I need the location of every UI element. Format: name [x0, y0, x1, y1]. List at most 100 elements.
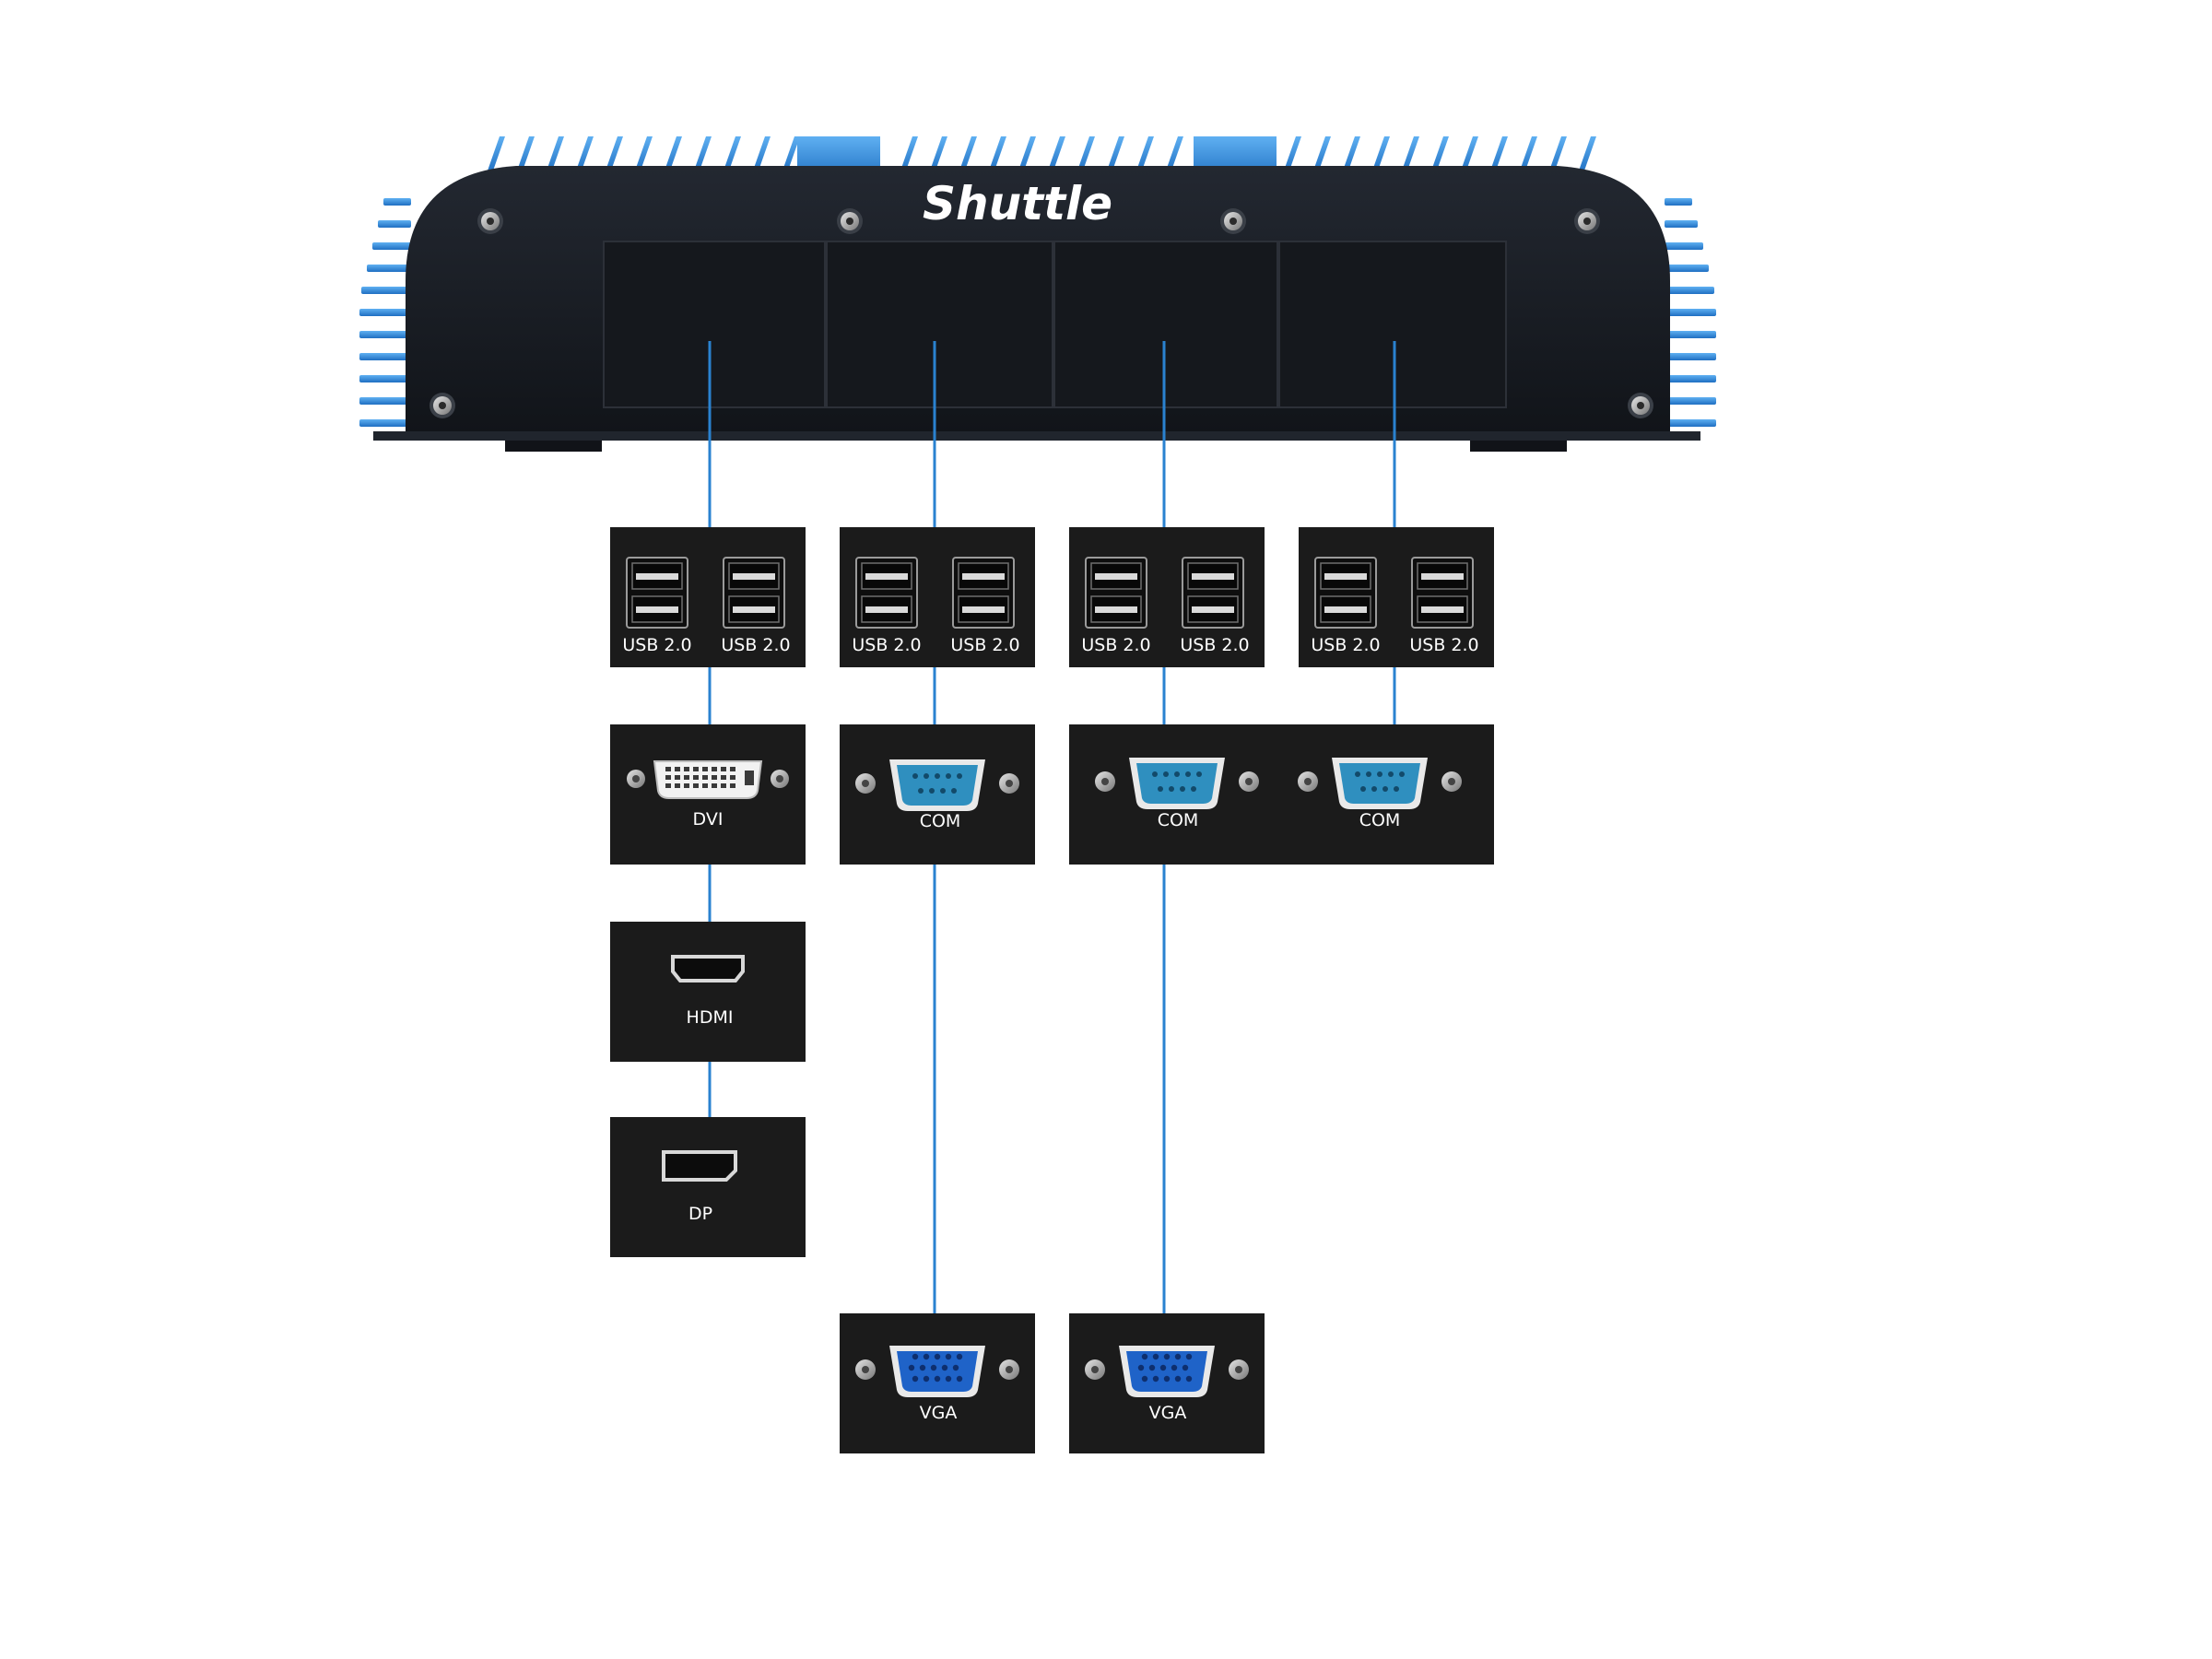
usb-port-stack-right: [723, 557, 785, 629]
chassis-screw: [1220, 208, 1246, 234]
usb-label-left: USB 2.0: [1081, 635, 1150, 655]
dvi-panel: DVI: [610, 724, 806, 865]
hdmi-label: HDMI: [687, 1007, 734, 1028]
hdmi-port-icon: [671, 955, 745, 982]
chassis-foot-right: [1470, 441, 1567, 452]
usb-port-stack-left: [1314, 557, 1377, 629]
heatsink-fin: [1077, 136, 1095, 173]
heatsink-fin: [1665, 309, 1716, 316]
usb-label-right: USB 2.0: [1409, 635, 1478, 655]
top-heatsink-fins: [487, 136, 1596, 173]
usb-panel-4: USB 2.0 USB 2.0: [1299, 527, 1494, 667]
dvi-label: DVI: [693, 809, 724, 830]
heatsink-fin: [383, 198, 411, 206]
heatsink-fin: [1047, 136, 1065, 173]
module-2-column: USB 2.0 USB 2.0 COM VGA: [840, 527, 1035, 1453]
dp-label: DP: [688, 1204, 712, 1224]
heatsink-fin: [1665, 419, 1716, 427]
module-bay-4: [1278, 241, 1507, 408]
usb-label-left: USB 2.0: [1311, 635, 1380, 655]
heatsink-fin: [372, 242, 411, 250]
hdmi-panel-bg: [610, 922, 806, 1062]
chassis-screw: [837, 208, 863, 234]
right-heatsink-fins: [1665, 198, 1716, 427]
vga-port-icon: [855, 1346, 1019, 1397]
vga-label: VGA: [1149, 1403, 1187, 1423]
heatsink-fin: [1665, 331, 1716, 338]
heatsink-fin: [605, 136, 623, 173]
heatsink-fin: [359, 419, 411, 427]
usb-label-right: USB 2.0: [1180, 635, 1249, 655]
heatsink-fin: [1665, 375, 1716, 382]
heatsink-fin: [900, 136, 918, 173]
chassis-screw: [1574, 208, 1600, 234]
displayport-icon: [662, 1150, 737, 1182]
module-bays: [603, 241, 1507, 408]
com-label-right: COM: [1359, 810, 1401, 830]
dual-com-panel: COM COM: [1069, 724, 1494, 865]
module-1-column: USB 2.0 USB 2.0 DVI HDMI DP: [610, 527, 806, 1257]
heatsink-fin: [1665, 353, 1716, 360]
heatsink-fin: [361, 287, 411, 294]
heatsink-fin: [1165, 136, 1183, 173]
chassis-unit: Shuttle: [359, 136, 1716, 452]
dvi-pins: [665, 767, 754, 788]
com-label-left: COM: [1158, 810, 1199, 830]
usb-port-stack-right: [1182, 557, 1244, 629]
chassis-foot-left: [505, 441, 602, 452]
heatsink-fin: [1578, 136, 1596, 173]
dp-panel-bg: [610, 1117, 806, 1257]
usb-panel-2: USB 2.0 USB 2.0: [840, 527, 1035, 667]
heatsink-fin: [752, 136, 771, 173]
heatsink-fin: [367, 265, 411, 272]
heatsink-fin: [959, 136, 977, 173]
heatsink-fin: [1665, 287, 1714, 294]
com-port-icon-left: [1095, 758, 1259, 809]
heatsink-fin: [359, 397, 411, 405]
vga-panel-2: VGA: [840, 1313, 1035, 1453]
module-bay-2: [826, 241, 1053, 408]
chassis-screw: [1628, 393, 1653, 418]
chassis-screw: [429, 393, 455, 418]
heatsink-fin: [1665, 198, 1692, 206]
heatsink-fin: [782, 136, 800, 173]
vga-panel-3: VGA: [1069, 1313, 1265, 1453]
heatsink-fin: [1135, 136, 1154, 173]
heatsink-fin: [1342, 136, 1360, 173]
heatsink-fin: [988, 136, 1006, 173]
left-heatsink-fins: [359, 198, 411, 427]
heatsink-fin: [1401, 136, 1419, 173]
heatsink-fin: [1548, 136, 1567, 173]
heatsink-fin: [1665, 220, 1698, 228]
heatsink-fin: [929, 136, 947, 173]
chassis-screws: [429, 208, 1653, 418]
module-4-column: USB 2.0 USB 2.0: [1299, 527, 1494, 667]
usb-label-left: USB 2.0: [852, 635, 921, 655]
usb-port-stack-left: [626, 557, 688, 629]
heatsink-fin: [1283, 136, 1301, 173]
heatsink-fin: [359, 353, 411, 360]
usb-port-stack-left: [1085, 557, 1147, 629]
chassis-screw: [477, 208, 503, 234]
heatsink-fin: [546, 136, 564, 173]
com-label: COM: [920, 811, 961, 831]
heatsink-fin: [1665, 397, 1716, 405]
heatsink-fin: [1519, 136, 1537, 173]
heatsink-fin: [1312, 136, 1331, 173]
com-port-icon: [855, 759, 1019, 811]
usb-label-left: USB 2.0: [622, 635, 691, 655]
com-panel-2: COM: [840, 724, 1035, 865]
vga-port-icon: [1085, 1346, 1249, 1397]
usb-panel-1: USB 2.0 USB 2.0: [610, 527, 806, 667]
heatsink-fin: [378, 220, 411, 228]
heatsink-fin: [487, 136, 505, 173]
heatsink-fin: [516, 136, 535, 173]
com-port-icon-right: [1298, 758, 1462, 809]
heatsink-fin: [1018, 136, 1036, 173]
chassis-bottom-rail: [373, 431, 1700, 441]
heatsink-fin: [575, 136, 594, 173]
heatsink-fin: [1665, 265, 1709, 272]
hdmi-panel: HDMI: [610, 922, 806, 1062]
